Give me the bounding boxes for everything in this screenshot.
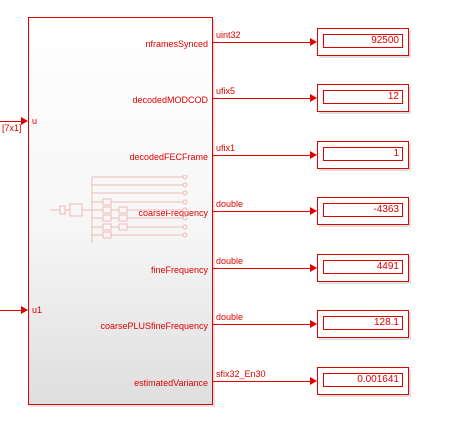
output-port-coarseplusfinefrequency: coarsePLUSfineFrequency bbox=[100, 321, 208, 331]
output-signal-line[interactable] bbox=[213, 211, 311, 212]
input-port-u: u bbox=[32, 116, 38, 126]
display-block-coarseplusfinefrequency[interactable]: 128.1 bbox=[317, 310, 409, 338]
output-signal-line[interactable] bbox=[213, 42, 311, 43]
output-arrow bbox=[310, 94, 317, 102]
output-signal-line[interactable] bbox=[213, 381, 311, 382]
signal-datatype-label: double bbox=[216, 312, 244, 322]
input-signal-line-u1[interactable] bbox=[0, 310, 21, 311]
display-value: 128.1 bbox=[323, 316, 403, 330]
display-value: 4491 bbox=[323, 260, 403, 274]
output-port-decodedfecframe: decodedFECFrame bbox=[129, 152, 208, 162]
signal-datatype-label: uint32 bbox=[216, 30, 241, 40]
output-port-estimatedvariance: estimatedVariance bbox=[134, 378, 208, 388]
output-arrow bbox=[310, 377, 317, 385]
display-block-decodedfecframe[interactable]: 1 bbox=[317, 141, 409, 169]
signal-datatype-label: double bbox=[216, 256, 244, 266]
output-port-nframessynced: nframesSynced bbox=[145, 39, 208, 49]
input-signal-line-u[interactable] bbox=[0, 121, 21, 122]
signal-dimension-label: [7x1] bbox=[2, 123, 22, 133]
output-port-coarsefrequency: coarseFrequency bbox=[138, 208, 208, 218]
output-signal-line[interactable] bbox=[213, 155, 311, 156]
output-arrow bbox=[310, 151, 317, 159]
display-value: 12 bbox=[323, 90, 403, 104]
signal-datatype-label: double bbox=[216, 199, 244, 209]
display-value: -4363 bbox=[323, 203, 403, 217]
output-signal-line[interactable] bbox=[213, 268, 311, 269]
input-arrow-u1 bbox=[21, 306, 28, 314]
signal-datatype-label: sfix32_En30 bbox=[216, 369, 266, 379]
display-block-decodedmodcod[interactable]: 12 bbox=[317, 84, 409, 112]
display-block-coarsefrequency[interactable]: -4363 bbox=[317, 197, 409, 225]
output-port-finefrequency: fineFrequency bbox=[150, 265, 208, 275]
display-value: 0.001641 bbox=[323, 373, 403, 387]
output-port-decodedmodcod: decodedMODCOD bbox=[132, 95, 208, 105]
display-block-estimatedvariance[interactable]: 0.001641 bbox=[317, 367, 409, 395]
input-port-u1: u1 bbox=[32, 305, 43, 315]
display-block-nframessynced[interactable]: 92500 bbox=[317, 28, 409, 56]
output-arrow bbox=[310, 320, 317, 328]
input-arrow-u bbox=[21, 117, 28, 125]
subsystem-block[interactable]: u u1 nframesSynced decodedMODCOD decoded… bbox=[28, 17, 213, 405]
output-signal-line[interactable] bbox=[213, 324, 311, 325]
output-arrow bbox=[310, 38, 317, 46]
output-signal-line[interactable] bbox=[213, 98, 311, 99]
subsystem-mask-icon bbox=[50, 175, 188, 243]
output-arrow bbox=[310, 264, 317, 272]
display-value: 1 bbox=[323, 147, 403, 161]
signal-datatype-label: ufix5 bbox=[216, 86, 236, 96]
display-block-finefrequency[interactable]: 4491 bbox=[317, 254, 409, 282]
signal-datatype-label: ufix1 bbox=[216, 143, 236, 153]
display-value: 92500 bbox=[323, 34, 403, 48]
output-arrow bbox=[310, 207, 317, 215]
